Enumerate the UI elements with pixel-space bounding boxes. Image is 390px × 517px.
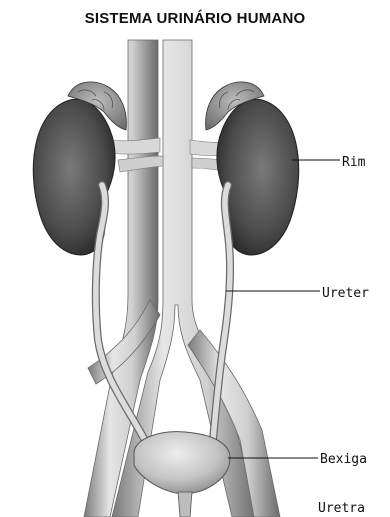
label-ureter: Ureter (322, 286, 369, 301)
label-rim: Rim (342, 155, 365, 170)
label-bexiga: Bexiga (320, 452, 367, 467)
urethra (178, 492, 192, 517)
label-uretra: Uretra (318, 501, 365, 516)
bladder (134, 432, 230, 494)
